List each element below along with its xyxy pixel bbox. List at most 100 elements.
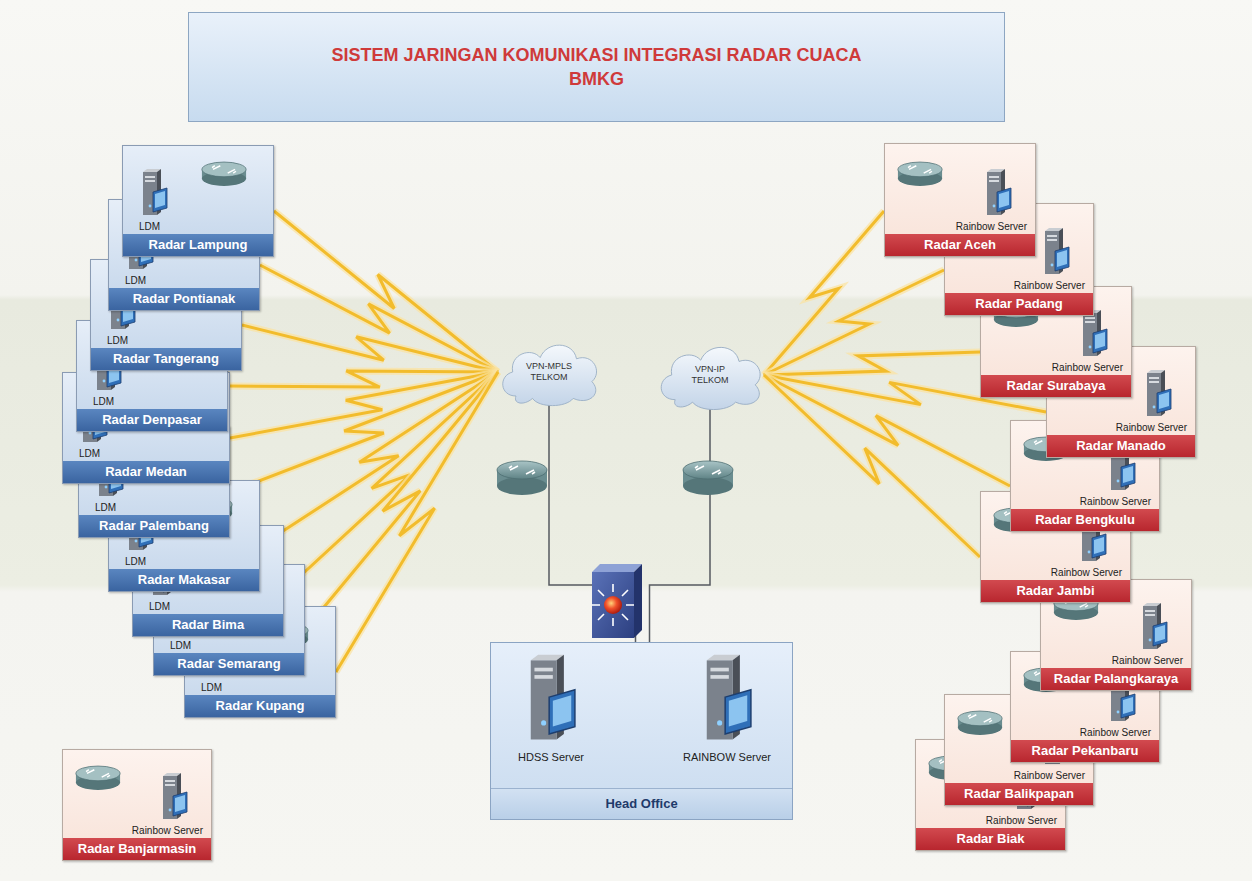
device-label: LDM — [95, 502, 116, 514]
site-name-bar: Radar Bima — [133, 614, 283, 636]
radar-site-card: Rainbow ServerRadar Aceh — [884, 143, 1036, 257]
bolt-glow — [764, 211, 884, 375]
bolt-line — [284, 372, 498, 591]
lightning-link — [764, 211, 884, 375]
server-label: Rainbow Server — [1014, 770, 1085, 782]
site-name-bar: Radar Tangerang — [91, 348, 241, 370]
device-label: LDM — [170, 640, 191, 652]
server-icon — [1143, 369, 1173, 419]
server-caption: RAINBOW Server — [683, 751, 771, 763]
head-office-box: Head Office HDSS Server RAINBOW Server — [490, 642, 793, 820]
bolt-line — [764, 352, 980, 375]
bolt-line — [764, 211, 884, 375]
bolt-line — [260, 372, 498, 546]
site-name-bar: Radar Palembang — [79, 515, 229, 537]
site-name-bar: Radar Lampung — [123, 234, 273, 256]
network-cloud: VPN-IP TELKOM — [652, 338, 768, 412]
server-label: Rainbow Server — [1080, 496, 1151, 508]
bolt-line — [336, 372, 498, 672]
device-label: LDM — [139, 221, 160, 233]
server-label: Rainbow Server — [132, 825, 203, 837]
server-label: Rainbow Server — [1051, 567, 1122, 579]
title-box: SISTEM JARINGAN KOMUNIKASI INTEGRASI RAD… — [188, 12, 1005, 122]
server-icon — [1139, 602, 1169, 652]
site-name-bar: Radar Surabaya — [981, 375, 1131, 397]
server-label: Rainbow Server — [1112, 655, 1183, 667]
router-icon — [497, 461, 547, 495]
device-label: LDM — [107, 335, 128, 347]
cloud-label-wrap: VPN-IP TELKOM — [652, 338, 768, 412]
device-label: LDM — [79, 448, 100, 460]
server-icon — [983, 168, 1013, 218]
server-label: Rainbow Server — [1116, 422, 1187, 434]
site-name-bar: Radar Padang — [945, 293, 1093, 315]
lightning-link — [764, 375, 980, 557]
site-name-bar: Radar Aceh — [885, 234, 1035, 256]
server-icon — [139, 168, 169, 218]
site-name-bar: Radar Banjarmasin — [63, 838, 211, 860]
router-icon — [957, 709, 1003, 737]
device-label: LDM — [201, 682, 222, 694]
device-label: LDM — [93, 396, 114, 408]
bolt-line — [764, 375, 980, 557]
server-icon — [1041, 227, 1071, 277]
cloud-label: VPN-MPLS TELKOM — [518, 361, 580, 383]
lightning-link — [284, 372, 498, 591]
device-label: LDM — [125, 275, 146, 287]
router-icon — [201, 160, 247, 188]
server-label: Rainbow Server — [956, 221, 1027, 233]
site-name-bar: Radar Manado — [1047, 435, 1195, 457]
network-wire — [650, 406, 711, 642]
router-icon — [683, 461, 733, 495]
bolt-glow — [284, 372, 498, 591]
bolt-glow — [305, 372, 498, 630]
lightning-link — [764, 270, 944, 375]
site-name-bar: Radar Kupang — [185, 695, 335, 717]
lightning-link — [260, 372, 498, 546]
server-label: Rainbow Server — [1052, 362, 1123, 374]
server-icon — [515, 653, 587, 745]
bolt-glow — [764, 352, 980, 375]
network-cloud: VPN-MPLS TELKOM — [494, 336, 604, 408]
radar-site-card: LDMRadar Lampung — [122, 145, 274, 257]
bolt-glow — [260, 372, 498, 546]
bolt-line — [242, 325, 498, 372]
wire-line — [549, 402, 636, 642]
server-label: Rainbow Server — [986, 815, 1057, 827]
lightning-link — [764, 352, 980, 375]
bolt-line — [305, 372, 498, 630]
radar-site-card: Rainbow ServerRadar Banjarmasin — [62, 749, 212, 861]
site-name-bar: Radar Denpasar — [77, 409, 227, 431]
bolt-glow — [242, 325, 498, 372]
lightning-link — [336, 372, 498, 672]
lightning-link — [242, 325, 498, 372]
server-label: Rainbow Server — [1014, 280, 1085, 292]
site-name-bar: Radar Jambi — [981, 580, 1130, 602]
server-label: Rainbow Server — [1080, 727, 1151, 739]
switch-icon — [592, 564, 642, 638]
server-icon — [1079, 309, 1109, 359]
lightning-link — [305, 372, 498, 630]
network-wire — [549, 402, 636, 642]
site-name-bar: Radar Makasar — [109, 569, 259, 591]
server-icon — [691, 653, 763, 745]
wire-line — [650, 406, 711, 642]
cloud-label-wrap: VPN-MPLS TELKOM — [494, 336, 604, 408]
device-label: LDM — [125, 556, 146, 568]
server-icon — [159, 772, 189, 822]
site-name-bar: Radar Semarang — [154, 653, 304, 675]
server-caption: HDSS Server — [518, 751, 584, 763]
router-icon — [897, 160, 943, 188]
site-name-bar: Radar Pekanbaru — [1011, 740, 1159, 762]
site-name-bar: Radar Balikpapan — [945, 783, 1093, 805]
bolt-glow — [764, 375, 980, 557]
office-name-bar: Head Office — [491, 788, 792, 819]
diagram-title: SISTEM JARINGAN KOMUNIKASI INTEGRASI RAD… — [327, 43, 867, 91]
bolt-glow — [336, 372, 498, 672]
device-label: LDM — [149, 601, 170, 613]
site-name-bar: Radar Medan — [63, 461, 229, 483]
bolt-line — [764, 270, 944, 375]
bolt-glow — [764, 270, 944, 375]
router-icon — [75, 764, 121, 792]
